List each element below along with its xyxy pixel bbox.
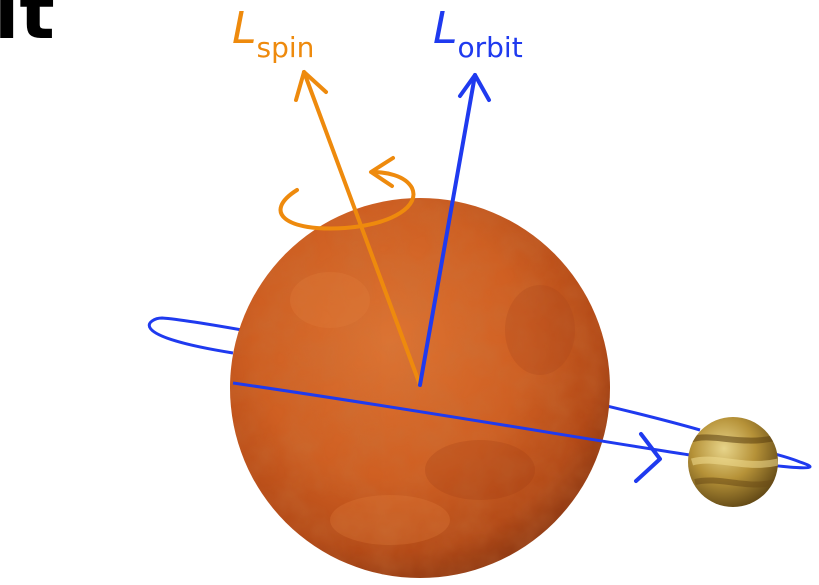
rotation-curl-arrowhead-icon xyxy=(369,156,395,188)
planet xyxy=(688,417,778,507)
title-fragment: it xyxy=(0,0,55,56)
star xyxy=(230,198,610,578)
spin-vector-arrowhead-icon xyxy=(294,70,328,102)
orbit-label: Lorbit xyxy=(433,3,523,64)
orbit-vector-arrowhead-icon xyxy=(458,73,491,102)
spin-label: Lspin xyxy=(232,3,314,64)
rotation-curl-back xyxy=(278,170,416,231)
orbit-direction-chevron-icon xyxy=(634,432,662,483)
spin-vector-line xyxy=(302,70,422,387)
orbit-vector-line xyxy=(418,73,477,387)
